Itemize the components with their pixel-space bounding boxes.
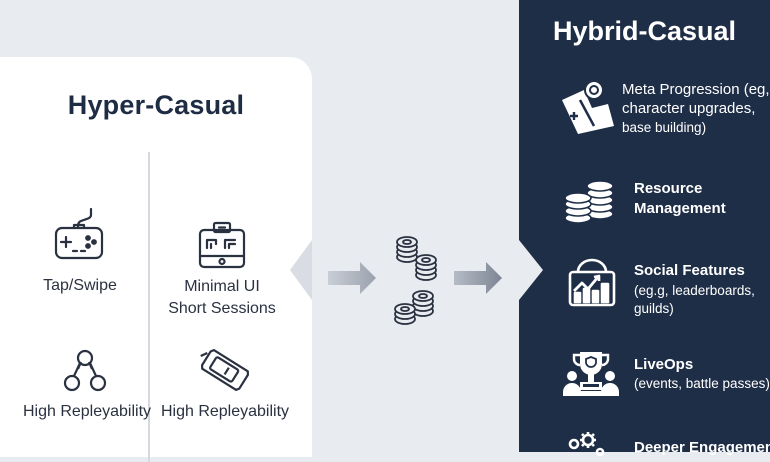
chevron-right-shape: [519, 240, 543, 300]
hybrid-casual-panel: [519, 0, 770, 452]
item-text-line1: Social Features: [634, 262, 745, 279]
feature-tap-swipe: Tap/Swipe: [20, 207, 140, 297]
trophy-team-icon: [563, 352, 619, 396]
item-text-line1: LiveOps: [634, 356, 694, 373]
feature-high-replayability-2: High Repleyability: [150, 345, 300, 423]
hybrid-casual-title: Hybrid-Casual: [552, 16, 737, 46]
hyper-casual-title: Hyper-Casual: [67, 90, 245, 120]
item-text-line1: Resource: [634, 180, 703, 197]
arrow-right-icon: [454, 262, 502, 294]
feature-label-line2: Short Sessions: [168, 300, 276, 317]
item-text-line3: base building): [622, 120, 707, 135]
item-text-line2: (eg.g, leaderboards,: [634, 283, 755, 298]
item-text-line1: Meta Progression (eg,: [622, 81, 770, 98]
coins-stack-icon: [564, 180, 614, 224]
item-text-line1: Deeper Engagement: [634, 439, 770, 456]
map-progression-icon: [562, 80, 614, 134]
item-text-line3: guilds): [634, 301, 674, 316]
network-nodes-icon: [63, 349, 107, 392]
chevron-left-shape: [290, 240, 312, 300]
handheld-device-icon: [200, 348, 249, 392]
item-text-line2: character upgrades,: [622, 100, 756, 117]
item-text-line2: Management: [634, 200, 726, 217]
feature-minimal-ui: Minimal UI Short Sessions: [152, 220, 292, 320]
feature-label-line1: Minimal UI: [184, 278, 260, 295]
hyper-casual-card: Hyper-Casual Tap/Swipe Minimal UI Short …: [0, 57, 312, 462]
gears-icon: [568, 432, 605, 456]
coin-stacks-icon: [394, 236, 437, 325]
feature-high-replayability-1: High Repleyability: [12, 349, 162, 423]
feature-label: Tap/Swipe: [43, 277, 117, 294]
minimal-ui-phone-icon: [198, 221, 246, 269]
item-text-line2: (events, battle passes): [634, 376, 770, 391]
gamepad-icon: [54, 207, 104, 260]
feature-label: High Repleyability: [160, 403, 290, 420]
column-divider: [148, 152, 150, 462]
leaderboard-chart-icon: [568, 258, 616, 307]
feature-label: High Repleyability: [22, 403, 152, 420]
arrow-right-icon: [328, 262, 376, 294]
